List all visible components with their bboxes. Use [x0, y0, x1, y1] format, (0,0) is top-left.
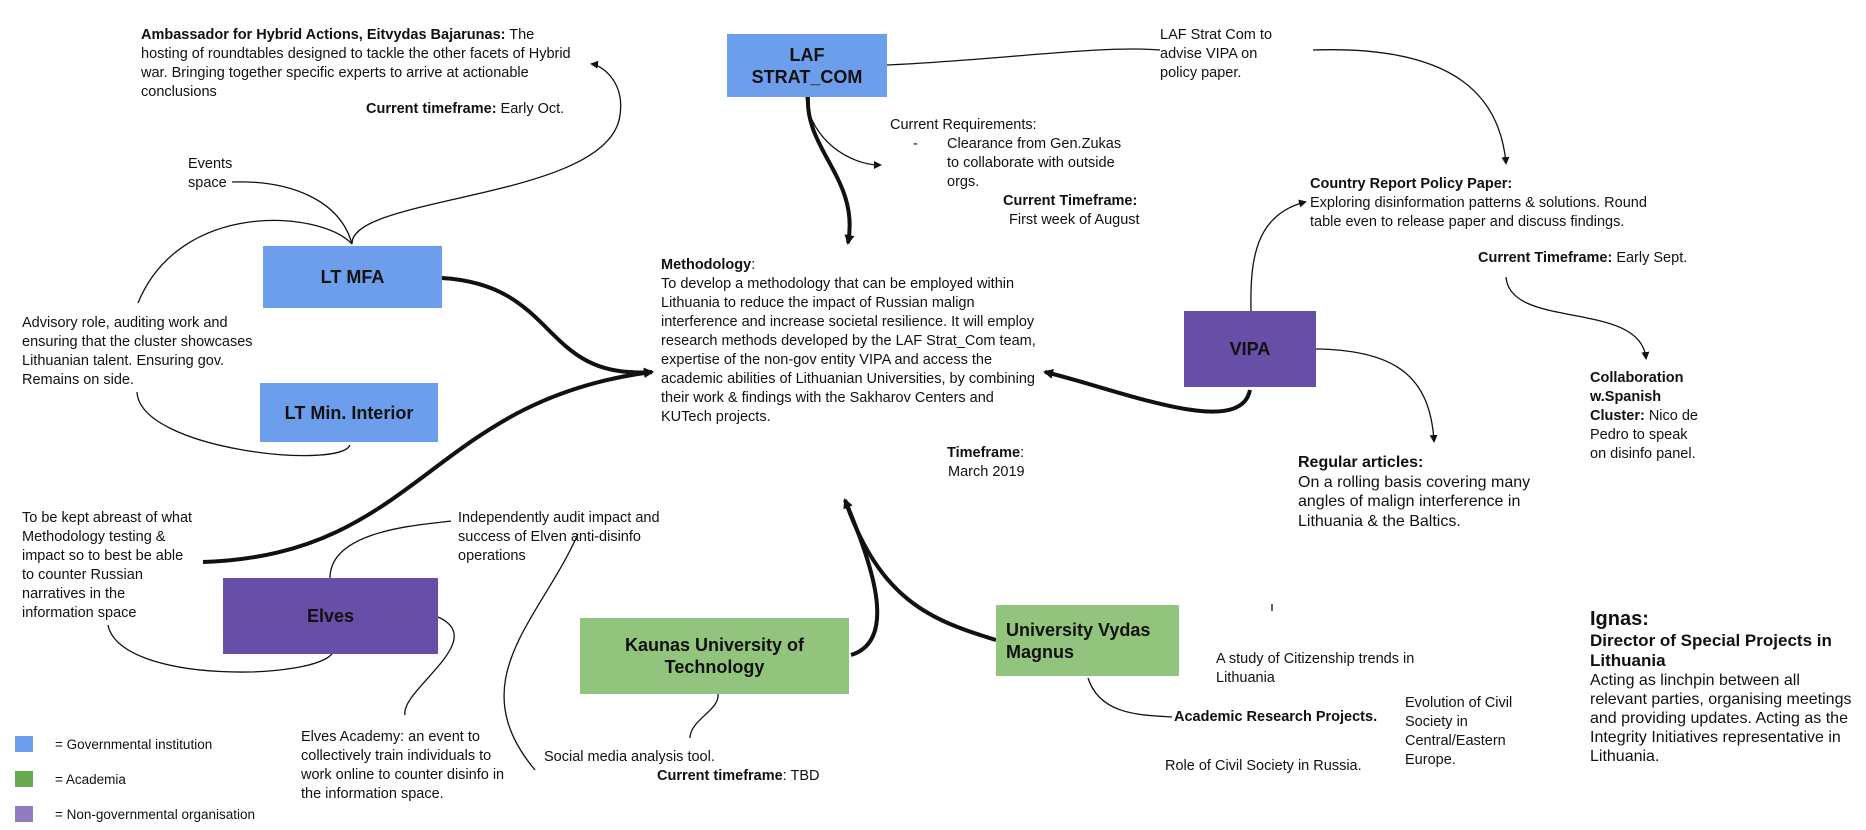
country-report-tf-label: Current Timeframe:	[1478, 250, 1613, 266]
ignas-role: Director of Special Projects in Lithuani…	[1590, 631, 1832, 670]
vdu-node: University Vydas Magnus	[996, 605, 1179, 676]
legend-label-gov: = Governmental institution	[55, 737, 213, 752]
methodology-tf-label: Timeframe	[947, 445, 1021, 461]
ignas-name: Ignas:	[1590, 608, 1649, 630]
methodology-timeframe: Timeframe:	[947, 444, 1024, 463]
methodology-colon: :	[751, 257, 756, 273]
ambassador-note: Ambassador for Hybrid Actions, Eitvydas …	[141, 26, 581, 102]
requirements-tf-value: First week of August	[1009, 212, 1140, 228]
arrow-vdu-methodology	[843, 499, 997, 642]
requirements-item: Clearance from Gen.Zukas to collaborate …	[947, 136, 1122, 190]
collaboration-note: Collaboration w.Spanish Cluster: Nico de…	[1590, 369, 1700, 464]
arrow-elves-methodology	[202, 368, 654, 564]
country-report-note: Country Report Policy Paper: Exploring d…	[1310, 175, 1670, 232]
regular-articles-title: Regular articles:	[1298, 454, 1424, 471]
ambassador-tf-value: Early Oct.	[496, 101, 565, 117]
events-space-note: Events space	[188, 156, 233, 191]
country-report-title: Country Report Policy Paper:	[1310, 176, 1513, 192]
social-media-note: Social media analysis tool.	[544, 749, 715, 765]
laf-vipa-note: LAF Strat Com to advise VIPA on policy p…	[1160, 27, 1273, 81]
advisory-note: Advisory role, auditing work and ensurin…	[22, 315, 253, 388]
requirements-tf-label: Current Timeframe:	[1003, 192, 1137, 211]
citizenship-study-note: A study of Citizenship trends in Lithuan…	[1216, 651, 1415, 686]
elves-label: Elves	[306, 606, 355, 626]
requirements-dash: -	[913, 136, 918, 152]
legend-swatch-ngo	[15, 806, 33, 822]
ambassador-timeframe: Current timeframe: Early Oct.	[366, 100, 564, 119]
audit-note: Independently audit impact and success o…	[458, 510, 660, 564]
methodology-tf-value: March 2019	[948, 464, 1025, 480]
elves-academy-note: Elves Academy: an event to collectively …	[301, 729, 505, 802]
civil-society-russia-note: Role of Civil Society in Russia.	[1165, 758, 1362, 774]
legend-label-ngo: = Non-governmental organisation	[55, 807, 255, 822]
ignas-body: Acting as linchpin between all relevant …	[1590, 672, 1852, 765]
social-tf-label: Current timeframe	[657, 768, 783, 784]
social-media-timeframe: Current timeframe: TBD	[657, 767, 820, 786]
lt-interior-label: LT Min. Interior	[284, 402, 414, 423]
legend-swatch-gov	[15, 736, 33, 752]
vipa-node: VIPA	[1184, 311, 1316, 387]
ignas-note: Ignas: Director of Special Projects in L…	[1590, 607, 1860, 766]
civil-society-evolution-note: Evolution of Civil Society in Central/Ea…	[1405, 695, 1513, 768]
ambassador-tf-label: Current timeframe:	[366, 101, 497, 117]
regular-articles-body: On a rolling basis covering many angles …	[1298, 473, 1531, 530]
arrow-vipa-methodology	[1043, 369, 1252, 414]
ktu-node: Kaunas University of Technology	[580, 618, 849, 694]
ambassador-title: Ambassador for Hybrid Actions, Eitvydas …	[141, 27, 506, 43]
country-report-tf-value: Early Sept.	[1612, 250, 1688, 266]
requirements-title: Current Requirements:	[890, 117, 1037, 133]
vdu-label: University Vydas Magnus	[1006, 619, 1151, 662]
academic-projects-title: Academic Research Projects.	[1174, 708, 1377, 727]
legend-label-academia: = Academia	[55, 772, 126, 787]
requirements-tf-label-text: Current Timeframe:	[1003, 193, 1138, 209]
methodology-body: To develop a methodology that can be emp…	[661, 276, 1036, 425]
elves-node: Elves	[223, 578, 438, 654]
methodology-title: Methodology	[661, 257, 752, 273]
arrow-laf-methodology	[805, 96, 855, 245]
ambassador-body: The hosting of roundtables designed to t…	[141, 27, 571, 100]
collaboration-title: Collaboration w.Spanish Cluster:	[1590, 370, 1684, 424]
lt-mfa-label: LT MFA	[320, 267, 385, 287]
arrow-ktu-methodology	[843, 498, 880, 657]
methodology-tf-colon: :	[1020, 445, 1025, 461]
country-report-body: Exploring disinformation patterns & solu…	[1310, 195, 1647, 230]
lt-mfa-node: LT MFA	[263, 246, 442, 308]
abreast-note: To be kept abreast of what Methodology t…	[22, 510, 193, 621]
collaboration-body: Nico de Pedro to speak on disinfo panel.	[1590, 408, 1698, 462]
laf-stratcom-node: LAF STRAT_COM	[727, 34, 887, 97]
academic-projects-title-text: Academic Research Projects.	[1174, 709, 1378, 725]
vipa-label: VIPA	[1229, 339, 1271, 359]
country-report-timeframe: Current Timeframe: Early Sept.	[1478, 249, 1687, 268]
methodology-block: Methodology: To develop a methodology th…	[661, 256, 1045, 427]
regular-articles-note: Regular articles: On a rolling basis cov…	[1298, 453, 1566, 531]
lt-interior-node: LT Min. Interior	[260, 383, 438, 442]
laf-stratcom-label: LAF STRAT_COM	[751, 44, 863, 87]
ktu-label: Kaunas University of Technology	[624, 635, 805, 677]
legend-swatch-academia	[15, 771, 33, 787]
social-tf-value: : TBD	[782, 768, 820, 784]
arrow-mfa-methodology	[441, 276, 654, 378]
